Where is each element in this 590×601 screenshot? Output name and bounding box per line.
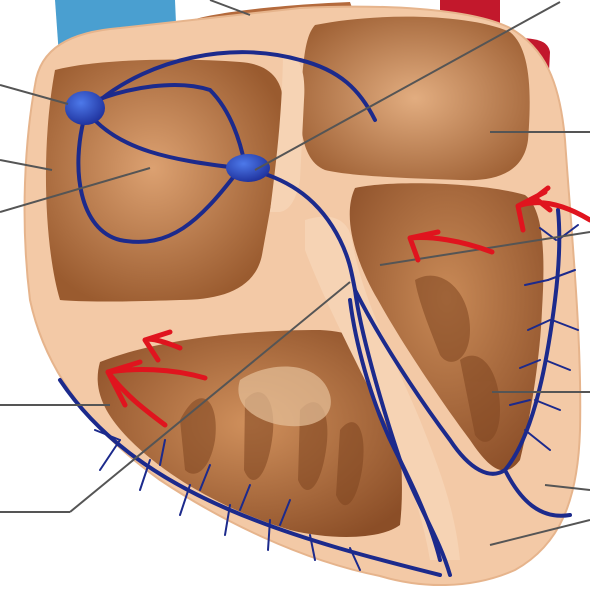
av-node (226, 154, 270, 182)
sa-node (65, 91, 105, 125)
left-atrium (300, 17, 529, 181)
